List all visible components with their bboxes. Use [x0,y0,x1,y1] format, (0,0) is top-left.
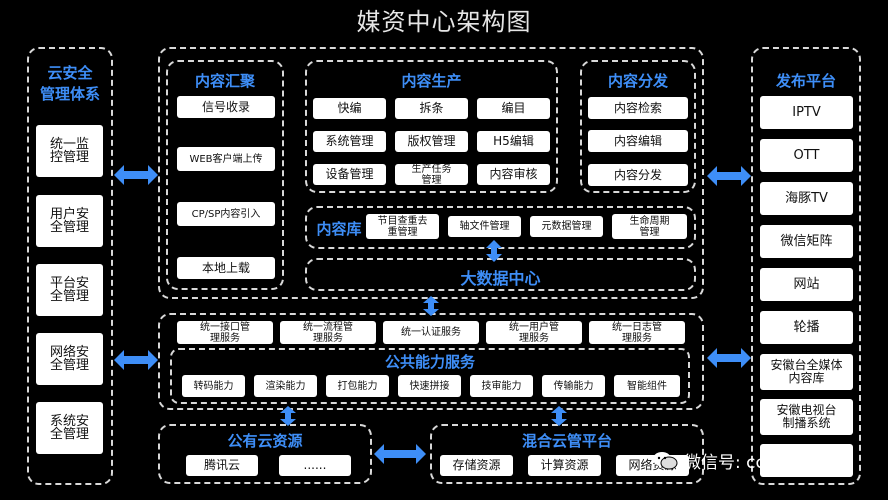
wechat-icon [653,451,678,469]
distribution-item: 内容检索 [588,97,688,119]
production-item: 设备管理 [313,164,386,185]
library-item: 轴文件管理 [448,216,521,237]
capability-item: 技审能力 [470,375,533,397]
publish-group [751,47,861,485]
library-item: 节目查重去重管理 [366,214,439,239]
production-item: 系统管理 [313,131,386,152]
security-item: 平台安全管理 [36,264,103,316]
vertical-double-arrow-icon [551,406,567,426]
capability-item: 智能组件 [614,375,680,397]
double-arrow-icon [114,350,158,370]
unified-service: 统一用户管理服务 [486,321,582,344]
security-header: 云安全 管理体系 [27,63,113,105]
aggregation-item: WEB客户端上传 [177,147,275,171]
double-arrow-icon [707,348,751,368]
double-arrow-icon [374,444,426,464]
unified-service: 统一接口管理服务 [177,321,273,344]
production-item: 编目 [477,98,550,119]
production-item: 拆条 [395,98,468,119]
production-item: 生产任务管理 [395,164,468,186]
security-item: 系统安全管理 [36,402,103,454]
hybrid-cloud-item: 计算资源 [528,455,601,476]
publish-item: 轮播 [760,311,853,344]
publish-item: OTT [760,139,853,172]
publish-item: 微信矩阵 [760,225,853,258]
capability-item: 打包能力 [326,375,389,397]
public-services-group [170,348,690,404]
publish-item: 安徽台全媒体内容库 [760,354,853,390]
library-header: 内容库 [316,220,362,238]
hybrid-cloud-group [430,424,704,484]
aggregation-item: 信号收录 [177,96,275,118]
publish-item: 网站 [760,268,853,301]
production-header: 内容生产 [401,72,462,90]
publish-item: IPTV [760,96,853,129]
production-item: 内容审核 [477,164,550,185]
public-services-header: 公共能力服务 [384,353,475,371]
capability-item: 转码能力 [182,375,245,397]
page-title: 媒资中心架构图 [356,8,532,36]
vertical-double-arrow-icon [423,296,439,316]
public-cloud-header: 公有云资源 [227,432,303,450]
production-group [305,60,558,193]
public-cloud-group [158,424,372,484]
security-group [27,47,113,485]
distribution-item: 内容分发 [588,164,688,186]
publish-header: 发布平台 [775,72,836,90]
publish-item: 海豚TV [760,182,853,215]
production-item: H5编辑 [477,131,550,152]
public-cloud-item: ...... [279,455,351,476]
security-header-line2: 管理体系 [39,85,100,103]
double-arrow-icon [114,165,158,185]
double-arrow-icon [707,166,751,186]
production-item: 快编 [313,98,386,119]
watermark-text: 微信号: ccatvcom [684,453,829,473]
vertical-double-arrow-icon [486,240,502,262]
unified-service: 统一流程管理服务 [280,321,376,344]
public-cloud-item: 腾讯云 [186,455,258,476]
security-item: 用户安全管理 [36,195,103,247]
publish-item: 安徽电视台制播系统 [760,399,853,435]
aggregation-item: CP/SP内容引入 [177,202,275,226]
publish-item-blank [760,444,853,477]
aggregation-header: 内容汇聚 [194,72,255,90]
distribution-header: 内容分发 [607,72,668,90]
capability-item: 传输能力 [542,375,605,397]
unified-service: 统一日志管理服务 [589,321,685,344]
production-item: 版权管理 [395,131,468,152]
aggregation-item: 本地上载 [177,257,275,279]
capability-item: 快速拼接 [398,375,461,397]
distribution-item: 内容编辑 [588,130,688,152]
unified-service: 统一认证服务 [383,321,479,344]
library-item: 元数据管理 [530,216,603,237]
library-item: 生命周期管理 [612,214,687,239]
security-item: 统一监控管理 [36,125,103,177]
bigdata-label: 大数据中心 [460,269,541,288]
distribution-group [580,60,696,193]
hybrid-cloud-item: 存储资源 [440,455,513,476]
vertical-double-arrow-icon [280,406,296,426]
capability-item: 渲染能力 [254,375,317,397]
security-item: 网络安全管理 [36,333,103,385]
bigdata-group [305,258,696,291]
aggregation-group [166,60,284,290]
security-header-line1: 云安全 [47,64,93,82]
hybrid-cloud-header: 混合云管平台 [521,432,612,450]
watermark: 微信号: ccatvcom [652,448,828,473]
